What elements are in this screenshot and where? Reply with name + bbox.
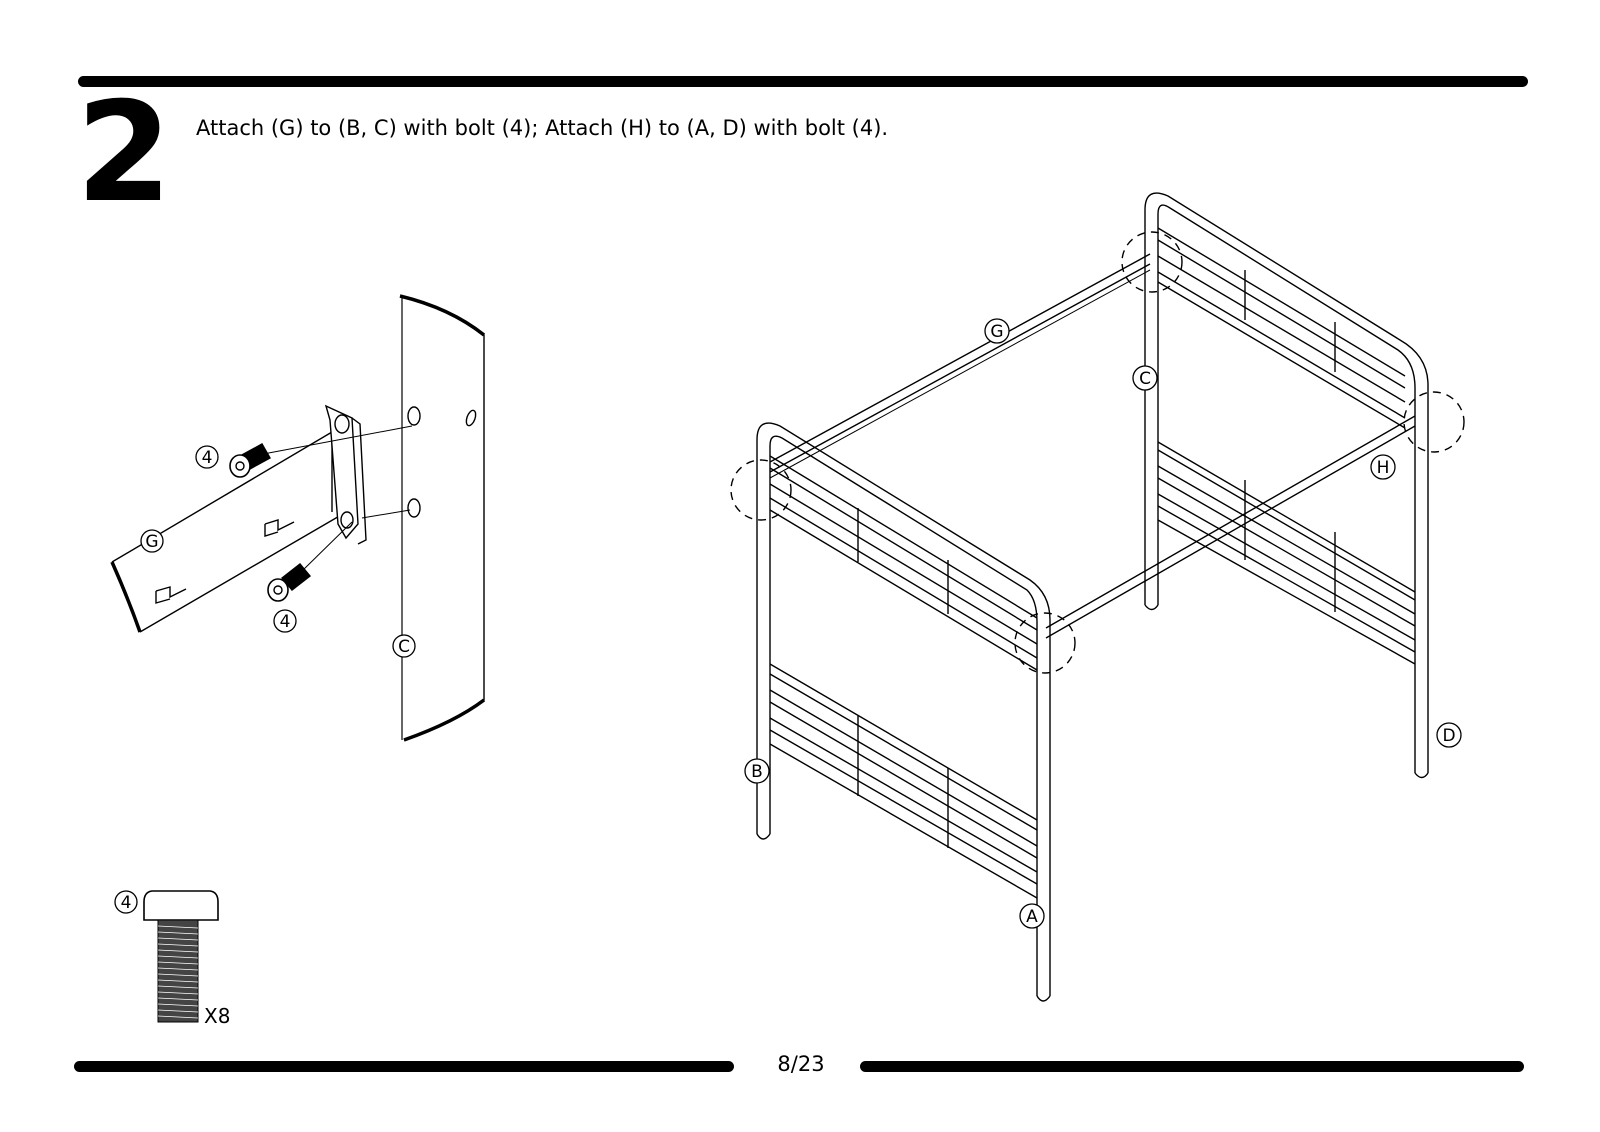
svg-text:4: 4 — [121, 893, 132, 913]
svg-text:B: B — [751, 762, 763, 782]
bolt-upper-detail — [229, 443, 271, 478]
callout-rail-h: H — [1370, 454, 1396, 480]
detail-view — [110, 294, 486, 742]
callout-post-a: A — [1019, 903, 1045, 929]
post-c-detail — [399, 294, 486, 742]
svg-text:4: 4 — [202, 448, 213, 468]
step-number: 2 — [76, 72, 172, 233]
svg-text:D: D — [1442, 726, 1455, 746]
callout-bolt-upper: 4 — [195, 445, 219, 469]
callout-post-c: C — [1132, 365, 1158, 391]
bolt-hardware-icon — [143, 890, 219, 1023]
callout-post-d: D — [1436, 722, 1462, 748]
callout-post-c-detail: C — [392, 634, 416, 658]
headboard-far — [1144, 192, 1429, 779]
bed-frame-main-view — [730, 192, 1465, 1002]
hardware-quantity: X8 — [204, 1004, 230, 1028]
callout-rail-g-detail: G — [140, 529, 164, 553]
svg-text:H: H — [1377, 458, 1390, 478]
side-rail-g — [769, 253, 1151, 479]
svg-text:A: A — [1026, 907, 1038, 927]
bolt-lower-detail — [267, 563, 312, 602]
callout-rail-g: G — [984, 318, 1010, 344]
rail-g-detail — [110, 404, 413, 633]
callout-hardware-part: 4 — [114, 890, 138, 914]
connection-highlights — [730, 231, 1465, 674]
side-rail-h — [1045, 415, 1416, 639]
bottom-rule-right — [860, 1061, 1524, 1072]
step-instruction: Attach (G) to (B, C) with bolt (4); Atta… — [196, 116, 889, 140]
top-rule — [78, 76, 1528, 87]
callout-post-b: B — [744, 758, 770, 784]
svg-text:G: G — [990, 322, 1003, 342]
page-number: 8/23 — [777, 1052, 825, 1076]
svg-text:C: C — [398, 637, 410, 657]
headboard-near — [756, 422, 1051, 1002]
svg-text:4: 4 — [280, 612, 291, 632]
svg-text:C: C — [1139, 369, 1151, 389]
svg-text:G: G — [145, 532, 158, 552]
callout-bolt-lower: 4 — [273, 609, 297, 633]
bottom-rule-left — [74, 1061, 734, 1072]
